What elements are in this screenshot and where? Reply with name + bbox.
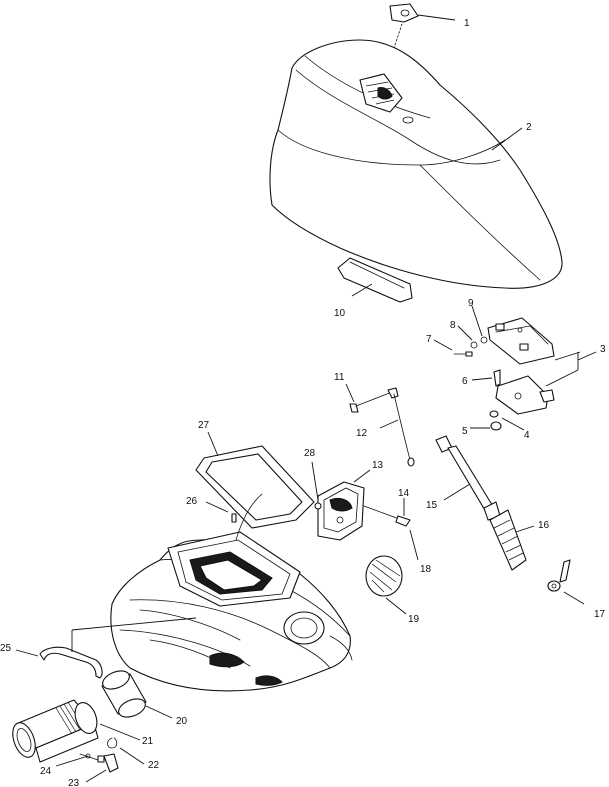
part-rod-cable	[345, 383, 415, 467]
callout-18: 18	[420, 564, 432, 575]
callout-26: 26	[186, 496, 198, 507]
callout-23: 23	[68, 778, 80, 787]
callout-labels: 1 2 3 4 5 6 7 8 9 10 11 12 13 14 15 16 1…	[0, 18, 606, 787]
part-plate	[311, 461, 419, 561]
part-console-body	[110, 493, 353, 692]
callout-9: 9	[468, 298, 474, 309]
callout-24: 24	[40, 766, 52, 777]
callout-15: 15	[426, 500, 438, 511]
part-screw-26	[205, 501, 237, 523]
part-handle	[15, 617, 197, 679]
part-seal-frame	[195, 431, 315, 529]
callout-22: 22	[148, 760, 160, 771]
callout-13: 13	[372, 460, 384, 471]
callout-8: 8	[450, 320, 456, 331]
callout-21: 21	[142, 736, 154, 747]
callout-11: 11	[334, 372, 345, 383]
callout-25: 25	[0, 643, 12, 654]
part-sleeve	[101, 670, 173, 719]
part-tube	[12, 699, 141, 763]
part-hinge-upper	[487, 317, 555, 365]
callout-14: 14	[398, 488, 410, 499]
part-round-cap	[365, 555, 407, 615]
callout-17: 17	[594, 609, 606, 620]
callout-12: 12	[356, 428, 368, 439]
part-bolt-17	[547, 559, 585, 605]
callout-27: 27	[198, 420, 210, 431]
part-hood	[269, 39, 563, 289]
part-clamp	[55, 737, 145, 783]
callout-3: 3	[600, 344, 606, 355]
callout-20: 20	[176, 716, 188, 727]
callout-19: 19	[408, 614, 420, 625]
callout-5: 5	[462, 426, 468, 437]
part-hardware	[433, 305, 525, 431]
callout-6: 6	[462, 376, 468, 387]
callout-28: 28	[304, 448, 316, 459]
callout-7: 7	[426, 334, 432, 345]
part-gas-strut	[435, 435, 535, 571]
part-hinge-lower	[495, 351, 597, 415]
callout-2: 2	[526, 122, 532, 133]
callout-10: 10	[334, 308, 346, 319]
callout-16: 16	[538, 520, 550, 531]
callout-4: 4	[524, 430, 530, 441]
part-strip	[337, 257, 413, 303]
callout-1: 1	[464, 18, 470, 29]
